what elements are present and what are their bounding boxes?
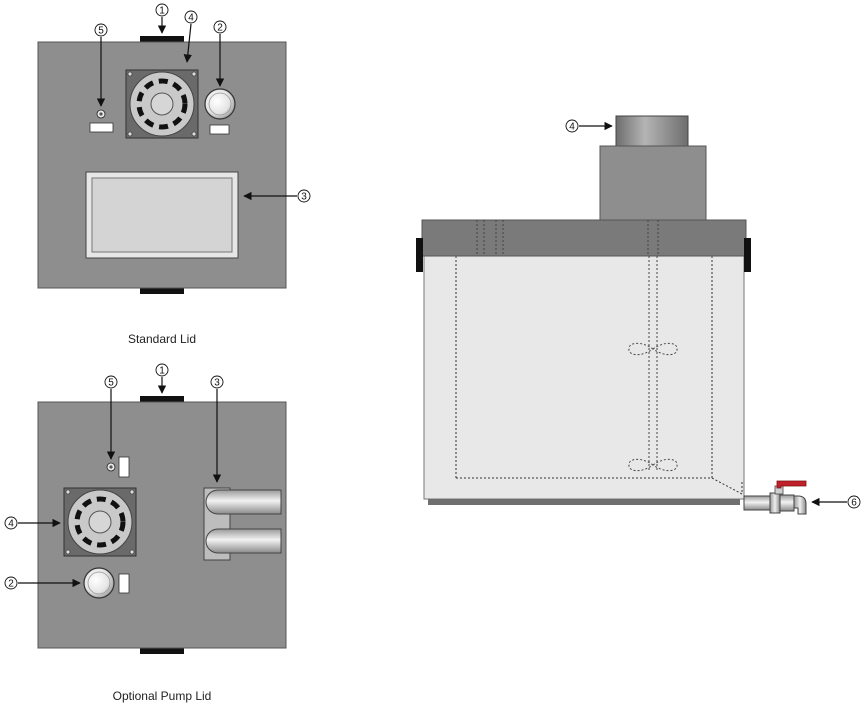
standard-lid-top-handle	[140, 36, 184, 44]
callout-label: 6	[851, 498, 857, 509]
control-knob-icon	[83, 567, 130, 599]
lid-ports	[476, 220, 659, 256]
callout-5-pump: 5	[104, 375, 118, 460]
callout-6-tank: 6	[811, 495, 861, 509]
tank-lid	[421, 219, 747, 257]
pump-lid-caption: Optional Pump Lid	[112, 689, 212, 703]
callout-label: 2	[217, 23, 223, 34]
callout-2-standard: 2	[213, 20, 227, 87]
callout-label: 3	[214, 378, 220, 389]
callout-5-standard: 5	[94, 23, 108, 107]
callout-label: 5	[98, 26, 104, 37]
pump-lid-bottom-handle	[140, 646, 184, 654]
callout-1-pump: 1	[155, 363, 169, 394]
pump-tubing-icon	[203, 487, 282, 561]
callout-2-pump: 2	[4, 576, 81, 590]
callout-1-standard: 1	[155, 3, 169, 34]
callout-label: 4	[569, 122, 575, 133]
callout-4-standard: 4	[183, 10, 198, 63]
callout-3-standard: 3	[243, 189, 311, 203]
motor-housing	[599, 145, 707, 223]
control-knob-icon	[204, 88, 236, 135]
lid-clamp-right	[744, 238, 751, 272]
standard-lid: 1 4 2 5 3	[37, 3, 311, 294]
callout-label: 4	[188, 13, 194, 24]
callout-label: 1	[159, 6, 165, 17]
pump-lid-top-handle	[140, 396, 184, 404]
callout-label: 5	[108, 378, 114, 389]
callout-3-pump: 3	[210, 375, 224, 483]
callout-label: 4	[8, 519, 14, 530]
tank-base	[428, 499, 740, 505]
pump-lid: 1 5 3 4 2	[4, 363, 287, 654]
callout-4-tank: 4	[565, 119, 613, 133]
impeller-icon	[628, 342, 678, 356]
indicator-light-icon	[106, 456, 130, 478]
lid-clamp-left	[416, 238, 423, 272]
stirrer-motor-icon	[125, 69, 199, 139]
display-panel	[85, 171, 239, 259]
standard-lid-caption: Standard Lid	[127, 332, 197, 346]
standard-lid-bottom-handle	[140, 286, 184, 294]
stirrer-motor-icon	[63, 487, 137, 557]
tank-side-view: 4 6	[416, 115, 861, 515]
impeller-icon	[628, 458, 678, 472]
indicator-light-icon	[89, 109, 114, 133]
callout-label: 3	[301, 192, 307, 203]
callout-label: 1	[159, 366, 165, 377]
inner-tank-outline	[455, 256, 743, 495]
callout-label: 2	[8, 579, 14, 590]
tank-body	[423, 253, 745, 500]
motor-cap	[615, 115, 689, 149]
drain-valve-icon	[743, 480, 807, 515]
callout-4-pump: 4	[4, 516, 61, 530]
